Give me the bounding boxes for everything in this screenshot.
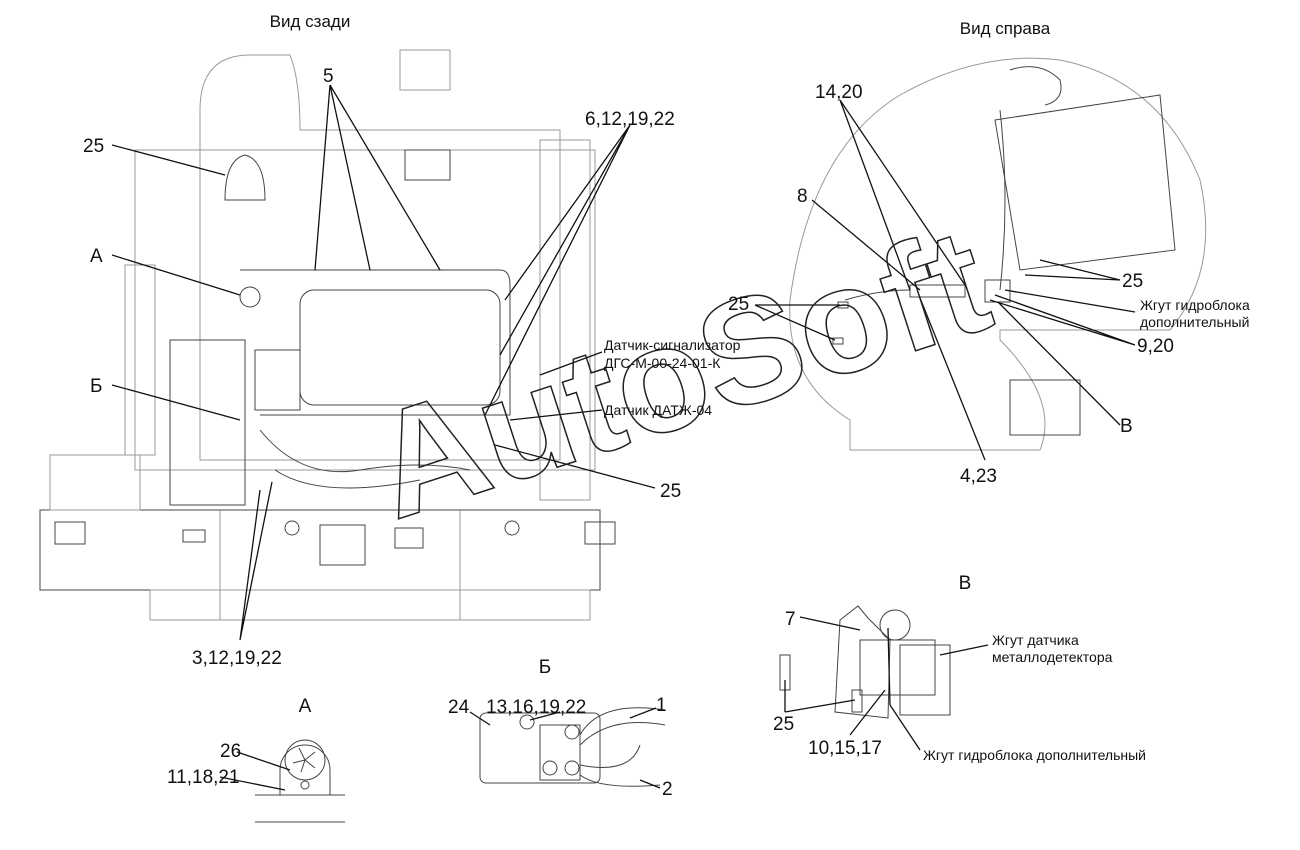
callout-5: 5 (323, 66, 334, 87)
callout-25: 25 (1122, 271, 1143, 292)
detail-a-drawing (255, 739, 345, 823)
detail-v-drawing (779, 605, 951, 719)
callout-13-16-19-22: 13,16,19,22 (486, 697, 586, 718)
callout-8: 8 (797, 186, 808, 207)
callout-14-20: 14,20 (815, 82, 863, 103)
harness-label-2: дополнительный (1140, 314, 1249, 330)
callout-4-23: 4,23 (960, 466, 997, 487)
harness-label: Жгут гидроблока (1140, 297, 1250, 313)
sensor-datzh-label: Датчик ДАТЖ-04 (604, 402, 712, 418)
callout-25: 25 (728, 294, 749, 315)
detail-b-drawing (479, 707, 666, 787)
callout-11-18-21: 11,18,21 (167, 767, 240, 788)
callout-b: Б (90, 376, 102, 397)
metal-detector-harness-label-2: металлодетектора (992, 649, 1113, 665)
callout-25: 25 (773, 714, 794, 735)
callout-1: 1 (656, 695, 667, 716)
rear-view-drawing (39, 49, 616, 621)
callout-a: А (90, 246, 103, 267)
right-view-title: Вид справа (960, 19, 1051, 38)
leader-lines (111, 84, 1136, 791)
callout-25: 25 (660, 481, 681, 502)
sensor-dgs-model: ДГС-М-00-24-01-К (604, 355, 721, 371)
rear-view-title: Вид сзади (270, 12, 351, 31)
detail-b-title: Б (539, 657, 551, 678)
callout-24: 24 (448, 697, 470, 718)
detail-a-title: А (299, 696, 312, 717)
hydroblock-harness-label: Жгут гидроблока дополнительный (923, 747, 1146, 763)
callout-10-15-17: 10,15,17 (808, 738, 882, 759)
callout-25: 25 (83, 136, 104, 157)
sensor-dgs-label: Датчик-сигнализатор (604, 337, 741, 353)
callout-6-12-19-22: 6,12,19,22 (585, 109, 675, 130)
detail-v-title: В (959, 573, 972, 594)
callout-9-20: 9,20 (1137, 336, 1174, 357)
callout-3-12-19-22: 3,12,19,22 (192, 648, 282, 669)
callout-v: В (1120, 416, 1133, 437)
callout-2: 2 (662, 779, 673, 800)
callout-26: 26 (220, 741, 241, 762)
metal-detector-harness-label: Жгут датчика (992, 632, 1079, 648)
callout-7: 7 (785, 609, 796, 630)
